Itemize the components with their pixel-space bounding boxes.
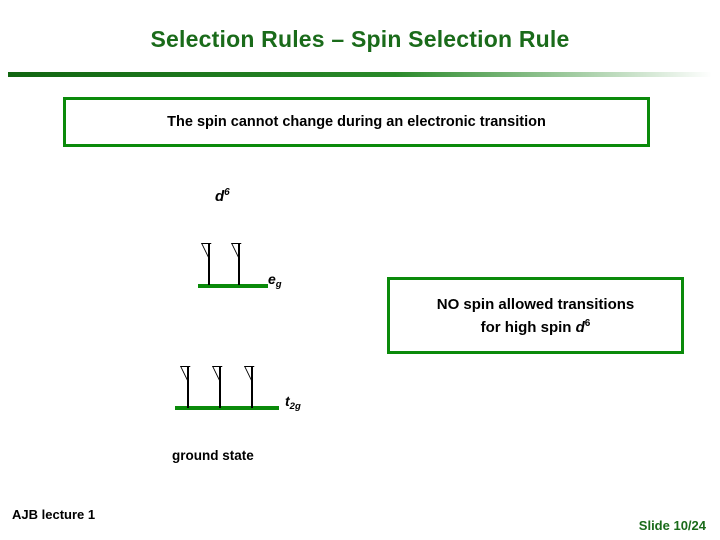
- orbital-level-eg-2: [228, 284, 268, 288]
- orbital-level-t2g-3: [239, 406, 279, 410]
- electron-arrow-up-icon: [243, 366, 262, 408]
- callout-spin-rule-text: The spin cannot change during an electro…: [167, 114, 546, 130]
- orbital-level-t2g-2: [207, 406, 247, 410]
- electron-arrow-up-icon: [230, 243, 249, 285]
- orbital-level-t2g-1: [175, 406, 215, 410]
- callout-spin-rule: The spin cannot change during an electro…: [63, 97, 650, 147]
- config-letter: d: [215, 188, 225, 205]
- t2g-letter: t: [285, 393, 290, 409]
- electron-arrow-up-icon: [179, 366, 198, 408]
- orbital-label-eg: eg: [268, 271, 282, 290]
- footer-slide-number: Slide 10/24: [638, 518, 706, 533]
- footer-lecture-label: AJB lecture 1: [12, 507, 96, 522]
- title-divider: [8, 72, 712, 77]
- callout-no-spin-line2-term: d: [575, 318, 585, 336]
- eg-letter: e: [268, 271, 276, 287]
- t2g-subscript: 2g: [289, 401, 301, 412]
- callout-no-spin-line2-prefix: for high spin: [480, 318, 576, 336]
- page-title: Selection Rules – Spin Selection Rule: [150, 26, 570, 52]
- callout-no-spin-allowed: NO spin allowed transitions for high spi…: [387, 277, 684, 354]
- eg-subscript: g: [275, 279, 282, 290]
- config-superscript: 6: [224, 187, 230, 198]
- orbital-level-eg-1: [198, 284, 238, 288]
- electron-configuration-label: d6: [215, 187, 230, 205]
- callout-no-spin-line2: for high spin d6: [481, 314, 591, 337]
- electron-arrow-up-icon: [211, 366, 230, 408]
- callout-no-spin-line2-sup: 6: [584, 317, 591, 329]
- ground-state-label: ground state: [172, 448, 254, 463]
- electron-arrow-up-icon: [200, 243, 219, 285]
- orbital-label-t2g: t2g: [285, 393, 301, 412]
- callout-no-spin-line1: NO spin allowed transitions: [436, 295, 635, 313]
